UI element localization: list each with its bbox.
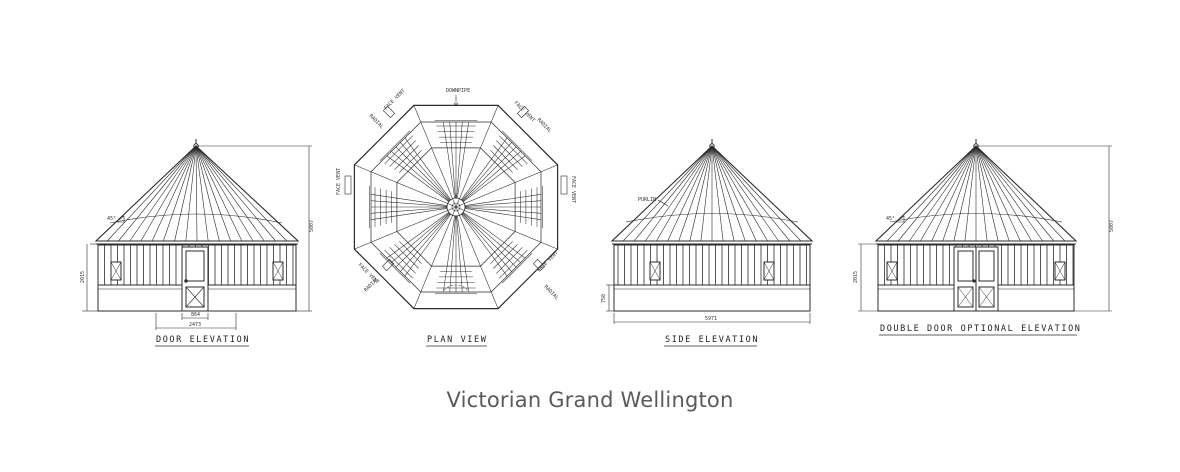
side-elevation-walls <box>613 244 811 312</box>
double-angle-label: 45° <box>886 216 895 222</box>
face-vent-top-right-label: FACE VENT <box>513 100 536 123</box>
door-elevation: 5007 2015 864 2473 45° DOOR ELEVATION <box>80 139 315 347</box>
face-vent-right-label: FACE VENT <box>570 176 576 203</box>
door <box>181 246 209 312</box>
radial-bottom-right-label: RADIAL <box>543 284 560 301</box>
double-eaves-dim: 2015 <box>853 271 859 283</box>
page-title: Victorian Grand Wellington <box>446 388 734 412</box>
face-vent-top-left-label: FACE VENT <box>383 88 406 111</box>
downpipe-label: DOWNPIPE <box>446 88 470 94</box>
purlin-label: PURLIN <box>638 197 656 203</box>
door-eaves-dim: 2015 <box>80 271 86 283</box>
door-base-dim: 2473 <box>189 322 201 328</box>
side-elevation-dimensions <box>606 199 811 324</box>
plan-view-caption: PLAN VIEW <box>427 335 487 345</box>
radial-top-left-label: RADIAL <box>368 113 385 130</box>
double-height-dim: 5007 <box>1109 220 1115 232</box>
door-width-dim: 864 <box>191 312 200 318</box>
door-elevation-caption: DOOR ELEVATION <box>156 335 250 345</box>
side-base-height-dim: 750 <box>601 294 607 303</box>
plan-view: DOWNPIPE FACE VENT FACE VENT FACE VENT F… <box>336 88 576 347</box>
double-door-elevation-roof <box>874 139 1078 245</box>
side-width-dim: 5971 <box>705 316 717 322</box>
plan-octagon <box>353 104 559 310</box>
face-vent-left-label: FACE VENT <box>336 168 342 195</box>
door-angle-label: 45° <box>107 216 116 222</box>
plan-annotations <box>344 95 568 272</box>
side-elevation-caption: SIDE ELEVATION <box>665 335 759 345</box>
door-elevation-dimensions <box>82 145 312 330</box>
double-door-elevation-dimensions <box>858 145 1112 312</box>
radial-top-right-label: RADIAL <box>536 117 553 134</box>
door-elevation-roof <box>94 139 300 245</box>
double-door-elevation-caption: DOUBLE DOOR OPTIONAL ELEVATION <box>880 324 1082 334</box>
door-height-dim: 5007 <box>309 220 315 232</box>
double-door-elevation: 5007 2015 45° DOUBLE DOOR OPTIONAL ELEVA… <box>853 139 1115 336</box>
double-door <box>953 246 999 312</box>
side-elevation: PURLIN 750 5971 SIDE ELEVATION <box>601 139 814 347</box>
side-elevation-roof <box>610 139 814 245</box>
